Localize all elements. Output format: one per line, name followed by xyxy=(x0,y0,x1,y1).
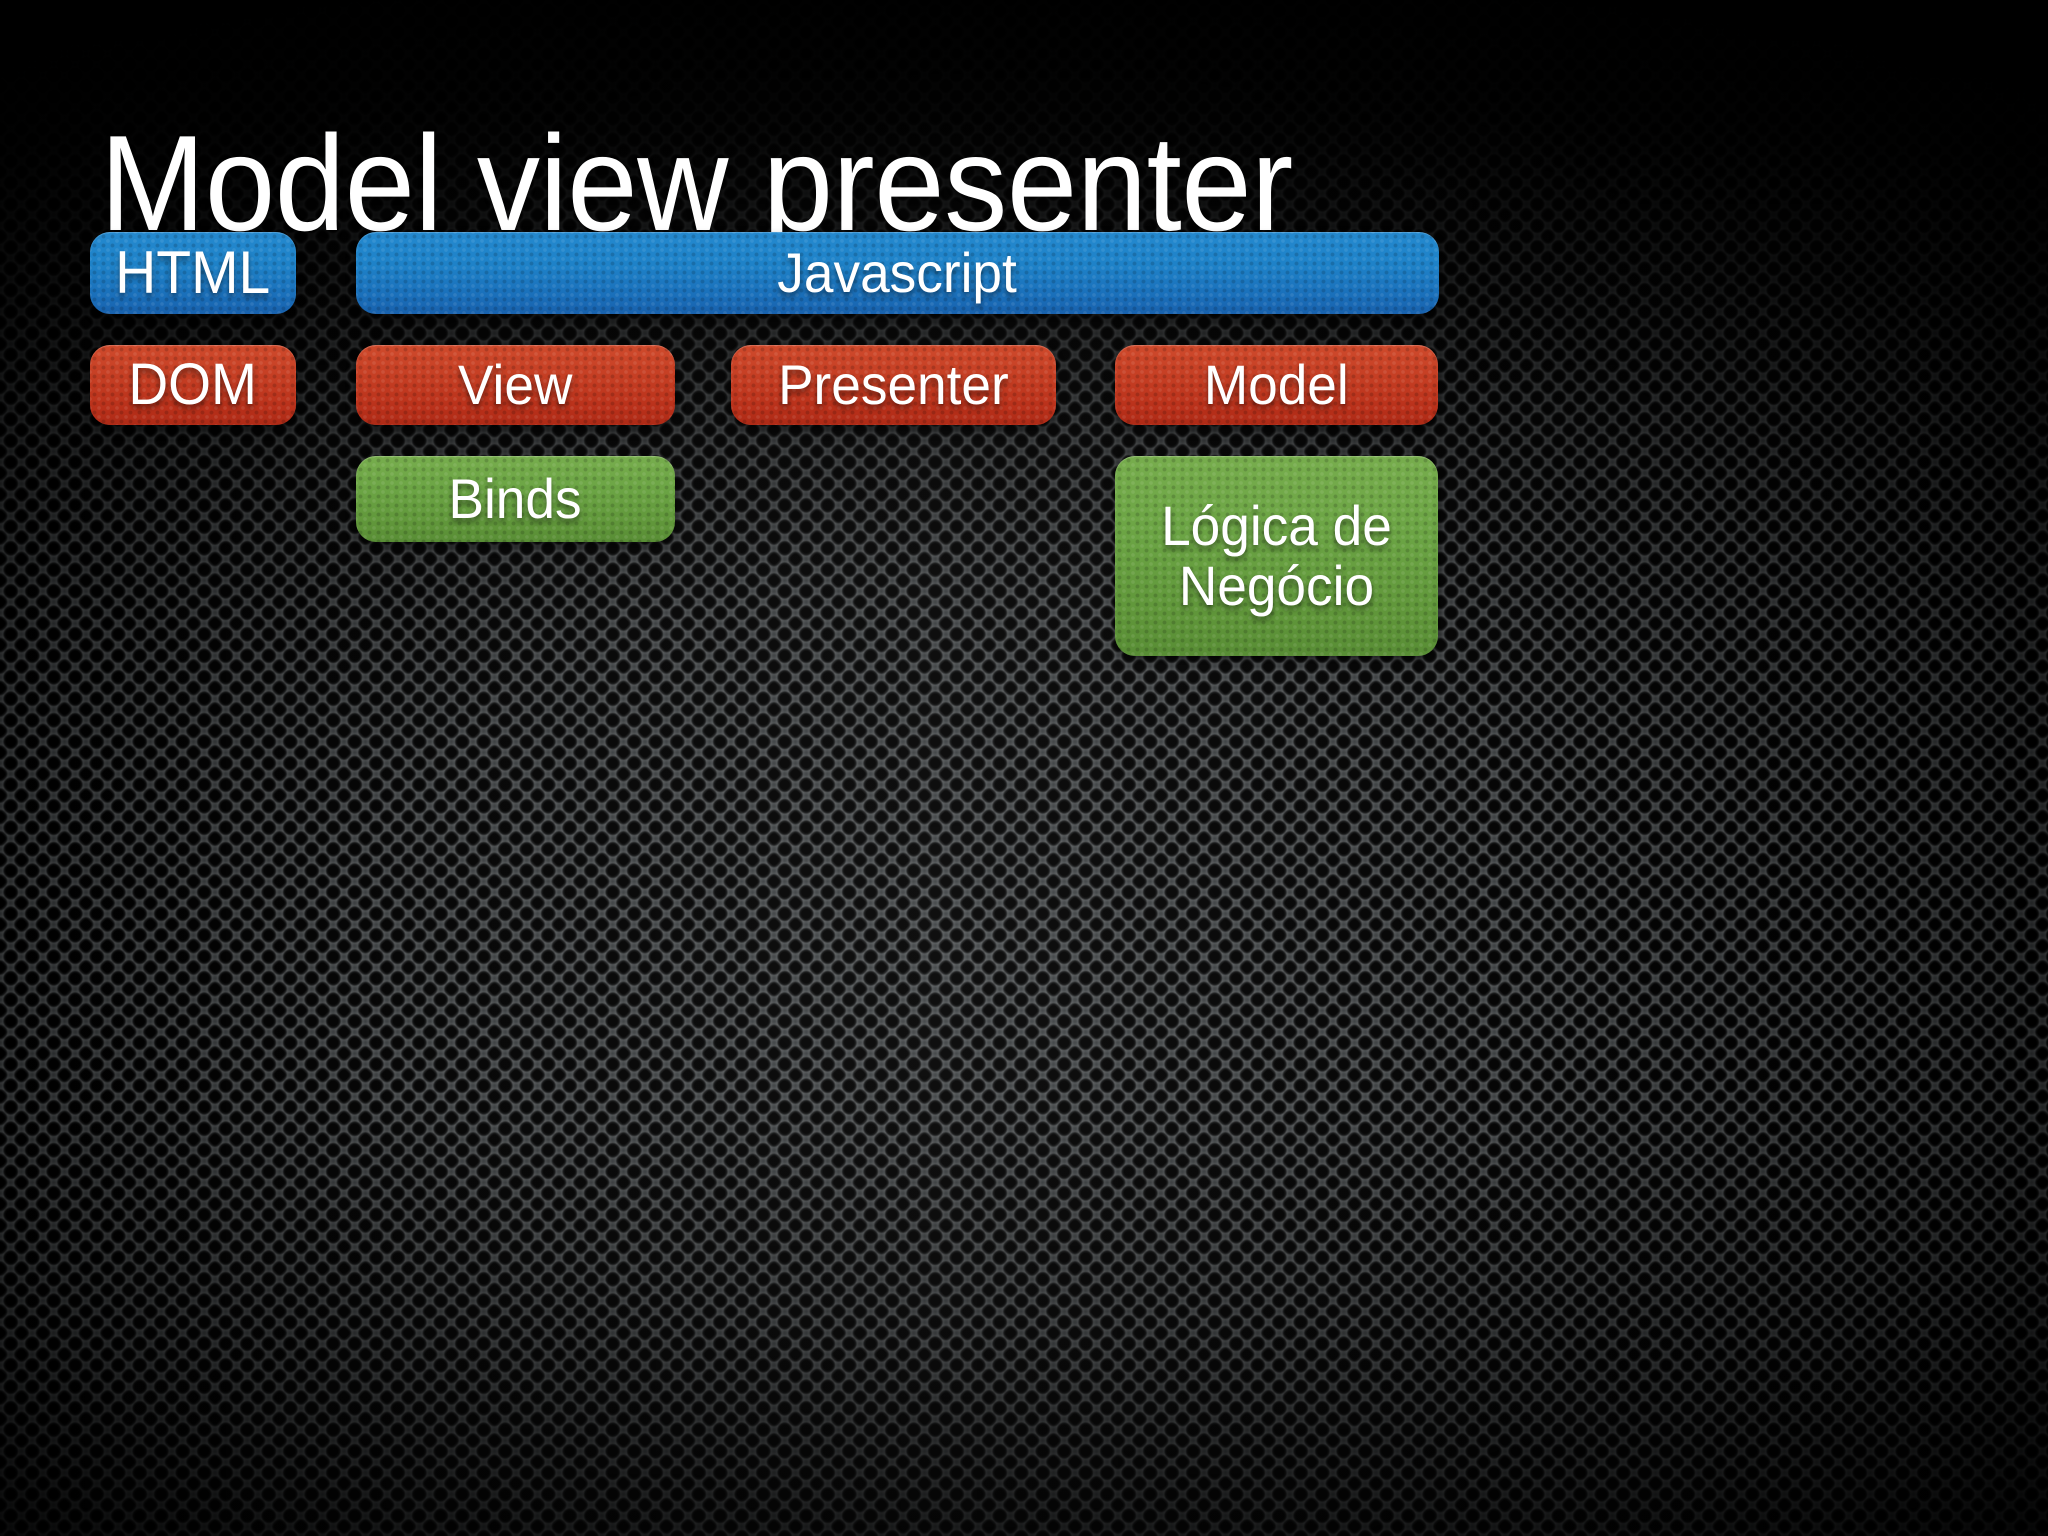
block-html[interactable]: HTML xyxy=(90,232,296,314)
block-model-label: Model xyxy=(1204,352,1349,416)
block-dom[interactable]: DOM xyxy=(90,345,296,425)
block-presenter-label: Presenter xyxy=(778,352,1009,416)
block-html-label: HTML xyxy=(115,238,271,306)
block-dom-label: DOM xyxy=(128,351,258,417)
block-model[interactable]: Model xyxy=(1115,345,1438,425)
block-binds[interactable]: Binds xyxy=(356,456,675,542)
logica-line-1: Lógica de xyxy=(1161,493,1392,557)
block-logica-de-negocio-label: Lógica de Negócio xyxy=(1152,493,1402,617)
page-title: Model view presenter xyxy=(100,107,1293,260)
block-presenter[interactable]: Presenter xyxy=(731,345,1056,425)
block-view[interactable]: View xyxy=(356,345,675,425)
logica-line-2: Negócio xyxy=(1178,554,1375,617)
block-javascript[interactable]: Javascript xyxy=(356,232,1439,314)
block-javascript-label: Javascript xyxy=(777,240,1018,304)
block-logica-de-negocio[interactable]: Lógica de Negócio xyxy=(1115,456,1438,656)
block-view-label: View xyxy=(458,352,573,416)
block-binds-label: Binds xyxy=(448,466,583,530)
